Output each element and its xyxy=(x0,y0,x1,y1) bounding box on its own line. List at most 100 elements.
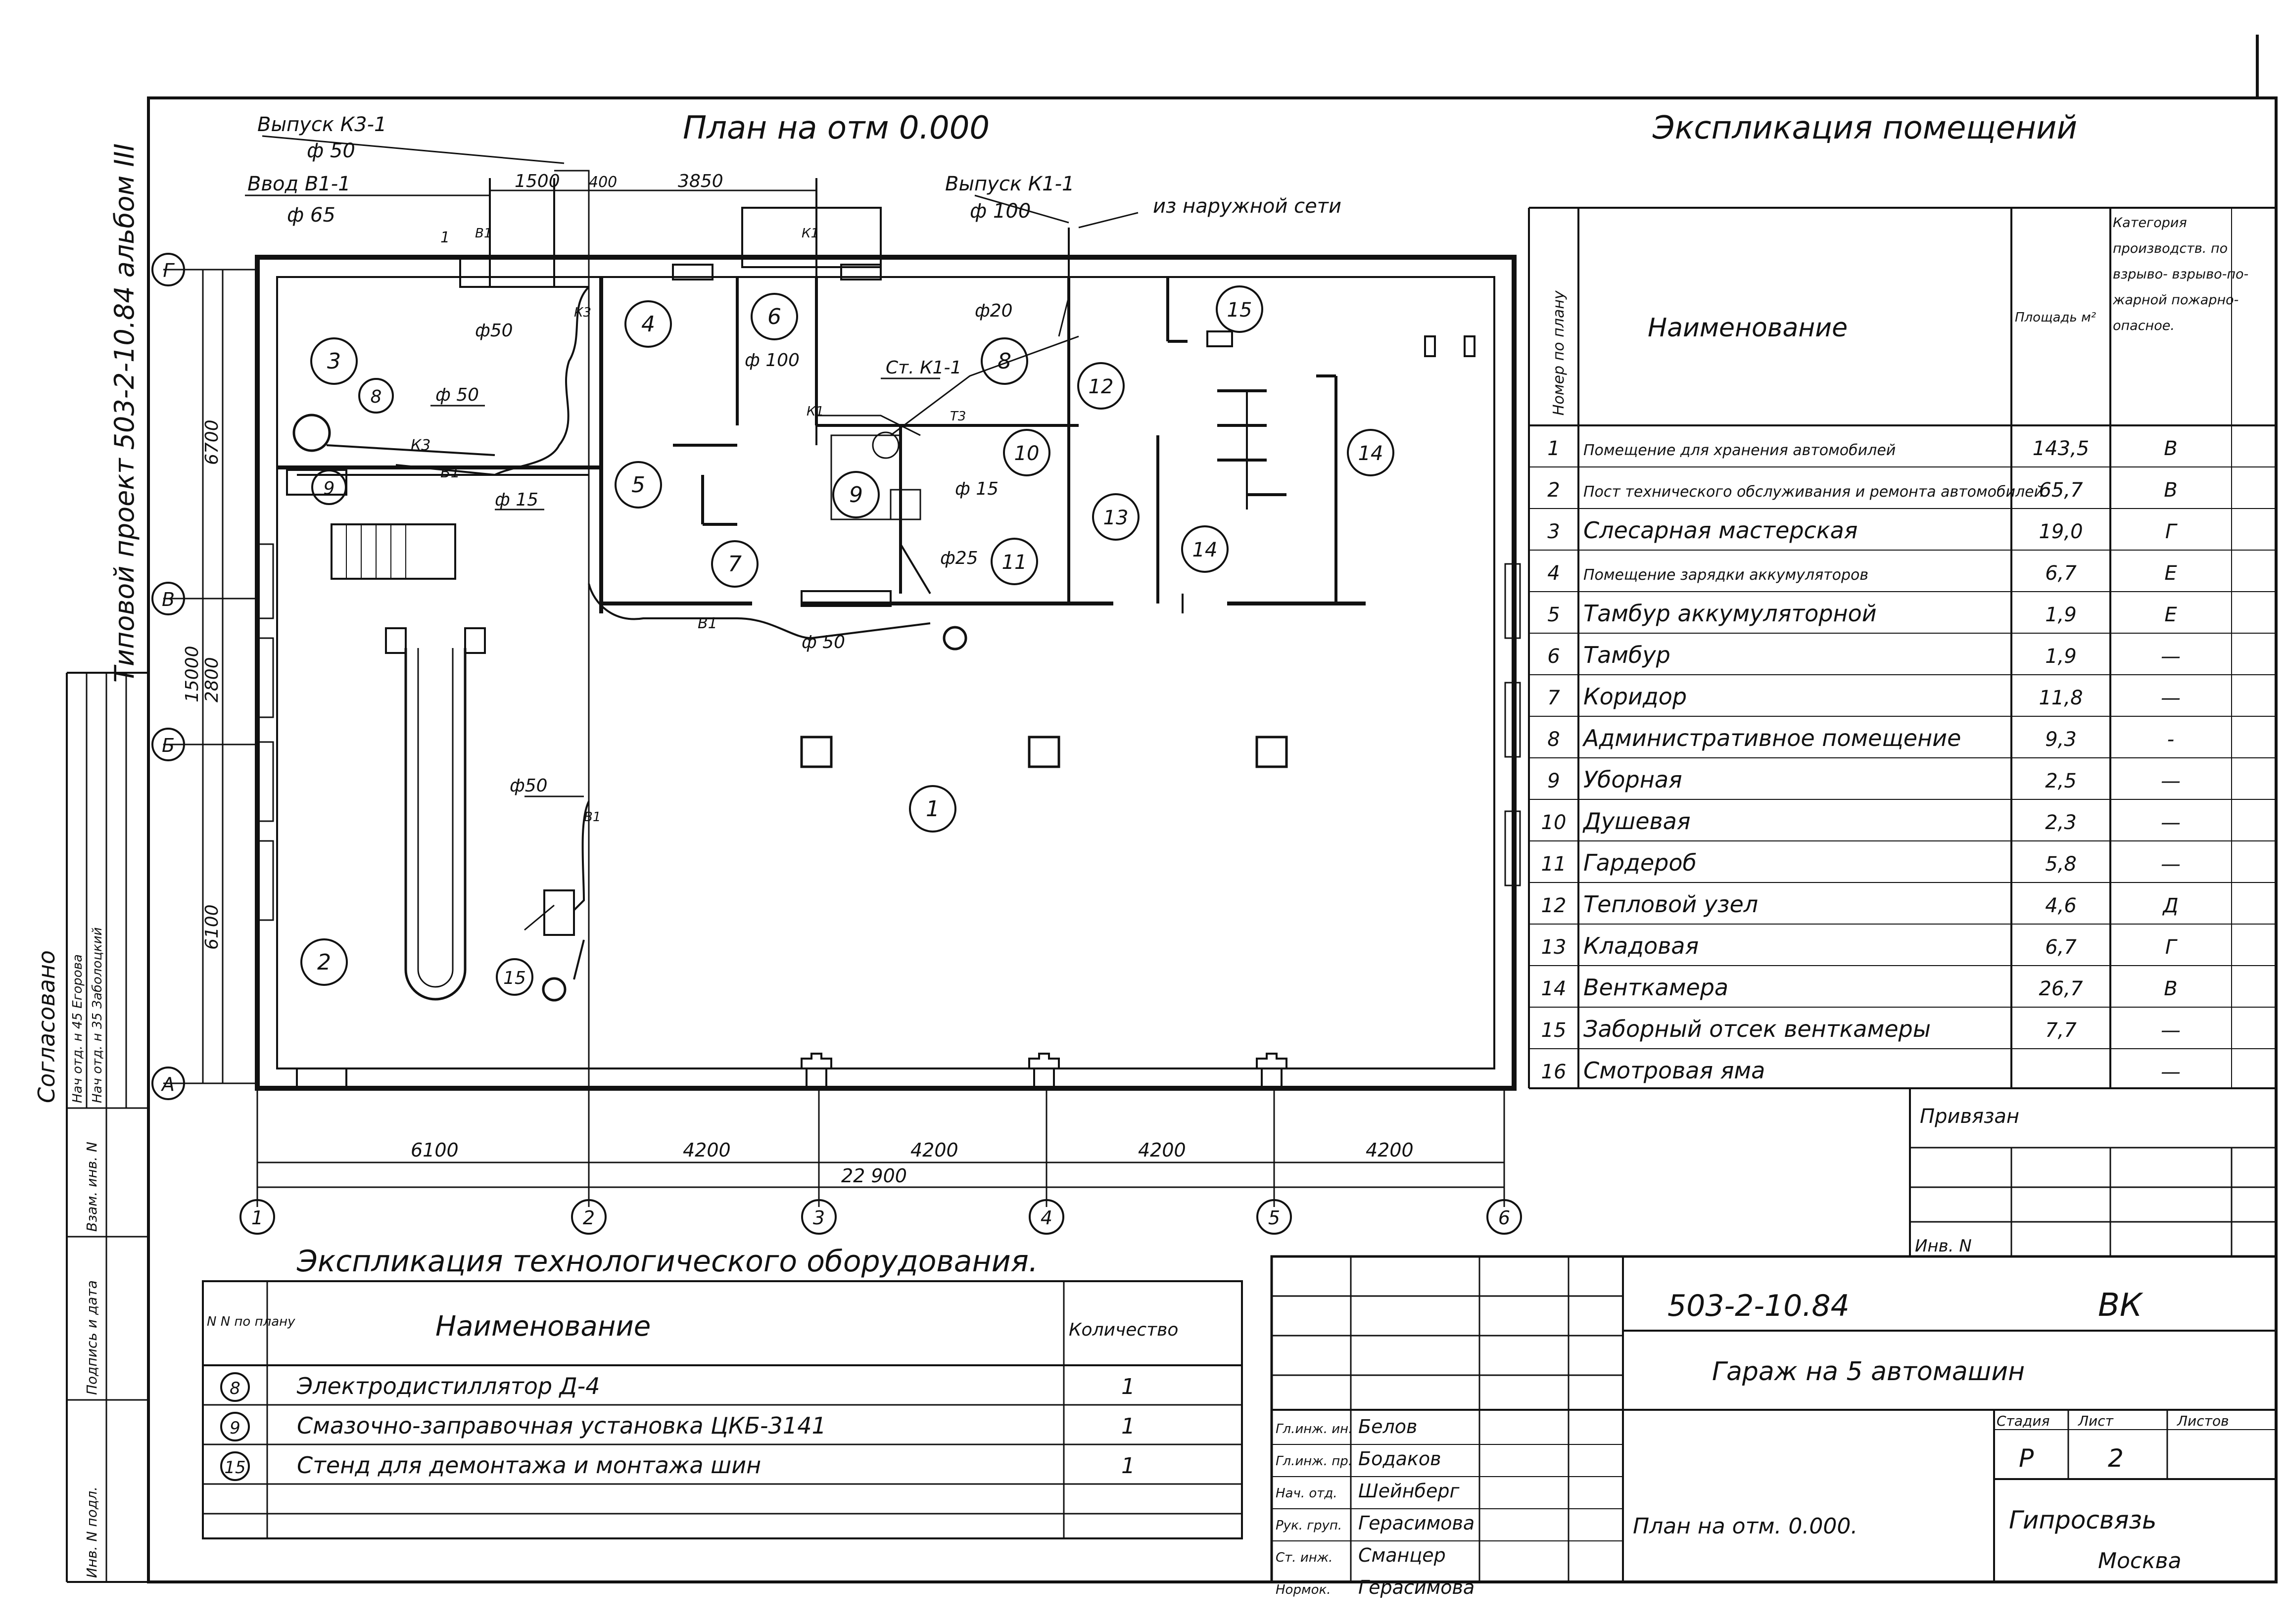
rooms-table-title: Экспликация помещений xyxy=(1652,110,2077,146)
signature-role: Гл.инж. пр. xyxy=(1276,1454,1352,1469)
equipment-marker-9: 9 xyxy=(311,469,347,505)
equipment-row-marker xyxy=(220,1451,250,1481)
rooms-header-category-box: Категория производств. по взрыво- взрыво… xyxy=(2113,215,2248,333)
pipe xyxy=(459,257,589,288)
outer-wall-inner xyxy=(276,276,1495,1069)
axis-letter-b: Б xyxy=(151,728,185,761)
tb-mark: ВК xyxy=(2098,1287,2143,1324)
drain-symbol xyxy=(542,977,567,1002)
room-row-category: Г xyxy=(2165,520,2178,543)
axis-number-4: 4 xyxy=(1029,1199,1064,1235)
room-row-number: 10 xyxy=(1541,811,1567,834)
dim-bottom: 4200 xyxy=(1138,1139,1186,1161)
pipe-dia: ф50 xyxy=(475,321,513,341)
axis-number-5: 5 xyxy=(1256,1199,1292,1235)
tb-project: Гараж на 5 автомашин xyxy=(1712,1357,2025,1387)
pipe xyxy=(489,178,555,287)
pipe-code: В1 xyxy=(584,810,601,825)
svg-text:6: 6 xyxy=(767,304,781,329)
pipe-dia: ф 50 xyxy=(435,385,479,405)
lubricant-unit-symbol xyxy=(286,469,347,496)
room-row-area: 4,6 xyxy=(2045,894,2077,917)
pit-post xyxy=(385,627,407,654)
room-marker-12: 12 xyxy=(1077,362,1125,410)
room-row-number: 3 xyxy=(1547,520,1560,543)
axis-number-2: 2 xyxy=(571,1199,607,1235)
equipment-row-name: Электродистиллятор Д-4 xyxy=(296,1373,600,1399)
fixture xyxy=(872,431,900,459)
approval-row: Нач отд. н 45 Егорова xyxy=(70,954,85,1103)
signature-role: Нач. отд. xyxy=(1276,1486,1337,1501)
wall-feature xyxy=(672,264,714,280)
room-row-area: 19,0 xyxy=(2039,520,2083,543)
axis-letter-g: Г xyxy=(151,253,185,286)
room-row-number: 12 xyxy=(1541,894,1567,917)
window xyxy=(257,840,274,921)
column xyxy=(1255,736,1288,768)
equipment-header-qty: Количество xyxy=(1069,1320,1178,1340)
axis-letter-v: В xyxy=(151,582,185,615)
tb-sheet-label: Лист xyxy=(2078,1413,2114,1429)
dim-top-2: 400 xyxy=(589,174,617,191)
stamp-replace-label: Взам. инв. N xyxy=(84,1142,100,1232)
gate-pillar xyxy=(1256,1053,1287,1088)
room-row-category: Г xyxy=(2165,936,2178,959)
equipment-row-name: Стенд для демонтажа и монтажа шин xyxy=(297,1452,761,1479)
pipe xyxy=(816,415,921,436)
pipe-dia: ф25 xyxy=(940,548,978,568)
room-row-name: Слесарная мастерская xyxy=(1583,517,1857,544)
tb-code: 503-2-10.84 xyxy=(1667,1289,1850,1323)
room-row-area: 5,8 xyxy=(2045,853,2077,876)
room-row-name: Тамбур аккумуляторной xyxy=(1583,600,1877,627)
signature-name: Сманцер xyxy=(1358,1544,1446,1566)
rooms-table: Экспликация помещений xyxy=(1528,110,2276,1089)
distiller-symbol xyxy=(292,414,331,452)
dim-left: 2800 xyxy=(202,657,222,702)
equipment-row-number: 8 xyxy=(230,1379,240,1398)
pipe-dia: ф50 xyxy=(510,776,548,796)
pipe-dia: ф 15 xyxy=(495,490,538,510)
pipe xyxy=(326,444,495,456)
column xyxy=(800,736,833,768)
pipe-code: К1 xyxy=(802,226,819,241)
window xyxy=(1504,810,1521,886)
axis-number-1: 1 xyxy=(239,1199,275,1235)
pipe-riser xyxy=(554,170,590,1088)
room-row-name: Коридор xyxy=(1583,683,1687,710)
fixture-outline xyxy=(830,434,902,520)
room-row-area: 6,7 xyxy=(2045,562,2077,585)
pipe xyxy=(900,543,931,595)
pipe-code: В1 xyxy=(698,615,717,632)
svg-text:1: 1 xyxy=(251,1207,263,1229)
room-marker-4: 4 xyxy=(624,300,672,348)
room-row-area: 9,3 xyxy=(2045,728,2077,751)
pipe-mark: 1 xyxy=(440,229,450,246)
room-marker-5: 5 xyxy=(615,461,662,509)
pit-post xyxy=(464,627,486,654)
pipe-code: В1 xyxy=(440,464,460,481)
pipe xyxy=(573,801,590,911)
pipe-dia: ф 15 xyxy=(955,479,999,499)
dim-bottom: 6100 xyxy=(411,1139,459,1161)
room-marker-1: 1 xyxy=(909,785,956,833)
k1-outlet-label: Выпуск К1-1 xyxy=(945,173,1074,195)
pipe-code: В1 xyxy=(475,226,492,241)
room-row-category: Е xyxy=(2164,562,2177,585)
room-row-category: В xyxy=(2164,437,2177,460)
room-row-number: 7 xyxy=(1547,687,1560,709)
room-row-area: 26,7 xyxy=(2039,977,2083,1000)
svg-text:15: 15 xyxy=(503,968,526,988)
outer-wall xyxy=(255,255,1517,1091)
dim-left-total: 15000 xyxy=(182,646,202,702)
room-row-number: 16 xyxy=(1541,1061,1567,1083)
equipment-table-title: Экспликация технологического оборудовани… xyxy=(296,1244,1038,1279)
leader-line xyxy=(1078,212,1139,229)
svg-text:5: 5 xyxy=(1268,1207,1280,1229)
tb-stage: Р xyxy=(2019,1444,2034,1473)
room-marker-8: 8 xyxy=(981,337,1028,385)
equipment-header-num: N N по плану xyxy=(207,1314,295,1329)
rooms-header-num: Номер по плану xyxy=(1550,290,1568,416)
room-row-number: 15 xyxy=(1541,1019,1567,1042)
room-marker-9: 9 xyxy=(832,471,880,518)
room-marker-11: 11 xyxy=(991,538,1038,585)
